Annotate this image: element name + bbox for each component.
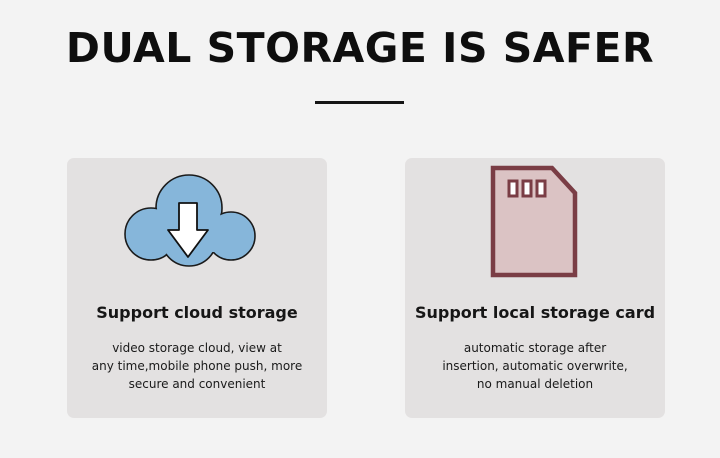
description-line: insertion, automatic overwrite,: [442, 359, 628, 373]
title-divider: [315, 101, 404, 104]
local-storage-card: Support local storage card automatic sto…: [405, 158, 665, 418]
description-line: no manual deletion: [476, 377, 594, 391]
sd-card-icon: [405, 158, 665, 288]
page-title: DUAL STORAGE IS SAFER: [65, 24, 655, 72]
local-storage-description: automatic storage after insertion, autom…: [415, 339, 655, 393]
description-line: automatic storage after: [463, 341, 607, 355]
cloud-download-icon: [67, 158, 327, 288]
description-line: video storage cloud, view at: [112, 341, 282, 355]
cloud-storage-card: Support cloud storage video storage clou…: [67, 158, 327, 418]
description-line: secure and convenient: [128, 377, 266, 391]
cloud-storage-title: Support cloud storage: [96, 303, 298, 322]
cloud-storage-description: video storage cloud, view at any time,mo…: [77, 339, 317, 393]
local-storage-title: Support local storage card: [414, 303, 656, 322]
description-line: any time,mobile phone push, more: [91, 359, 303, 373]
